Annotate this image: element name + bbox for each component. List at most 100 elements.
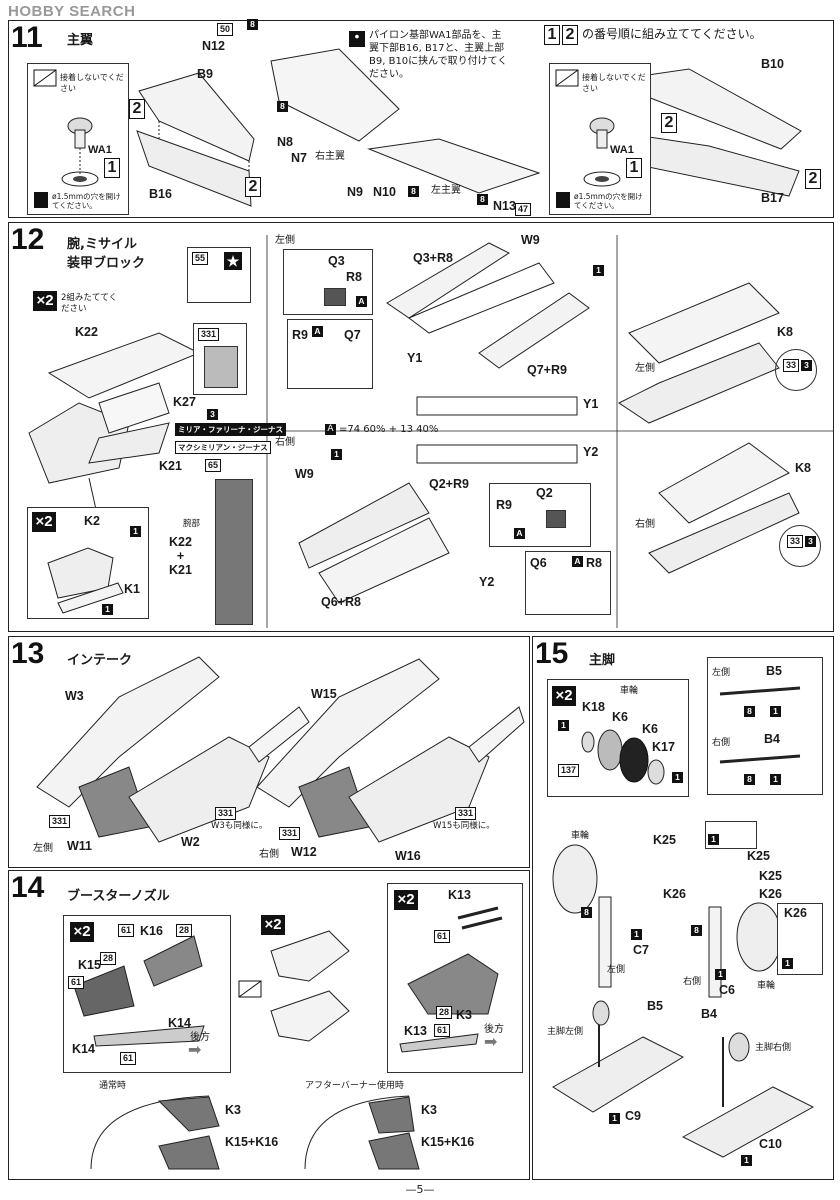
part-K8-right: K8 [795,461,811,475]
step-number: 15 [535,637,569,670]
pylon-note: パイロン基部WA1部品を、主翼下部B16, B17と、主翼上部B9, B10に挟… [369,30,508,80]
landing-gear-drawing [552,844,815,1158]
color-1-w9r: 1 [331,449,342,460]
left-side-c7: 左側 [607,965,626,975]
part-K25: K25 [653,833,676,847]
part-K1: K1 [124,582,140,596]
nozzle-left-drawing [73,935,205,1047]
sub-box-K2: ×2 K2 K1 1 1 [27,507,149,619]
part-C7: C7 [633,943,649,957]
part-K14-b: K14 [72,1042,95,1056]
color-8-d: 8 [477,194,488,205]
color-33-a: 33 [783,359,800,372]
color-8-b: 8 [277,101,288,112]
mix-formula: =74 60% + 13 40% [339,424,439,435]
color-137: 137 [558,764,580,777]
q2-plate [546,510,566,528]
part-B5: B5 [766,664,782,678]
part-K6: K6 [612,710,628,724]
k2-drawing [47,547,124,614]
color-8-c: 8 [408,186,419,197]
color-331-b: 331 [215,807,237,820]
nozzle-box-right: ×2 K13 61 28 K3 K13 61 後方 ➡ [387,883,523,1073]
b5-b4-box: 左側 B5 右側 B4 8 1 8 1 [707,657,823,795]
right-side-label: 右側 [275,437,295,448]
detail-Q6-box: Q6 A R8 [525,551,611,615]
left-side-label: 左側 [275,235,295,246]
color-1-c6: 1 [715,969,726,980]
part-K17: K17 [652,740,675,754]
seq-1-right: 1 [626,158,642,178]
afterburner-label: アフターバーナー使用時 [305,1081,404,1091]
maxi-tag: マクシミリアン・ジーナス [175,441,271,454]
wheel-label-box: 車輪 [620,686,639,696]
step-title: インテーク [67,653,133,668]
color-1-k26-detail: 1 [782,958,793,969]
wheel-box: ×2 車輪 K18 K6 K6 K17 1 137 1 [547,679,689,797]
detail-box-right: 接着しないでください WA1 1 ø1.5mmの穴を開けてください。 [549,63,651,215]
part-K22-plus-K21: K22 + K21 [169,535,192,577]
right-wing-label: 右主翼 [315,151,345,162]
color-3-b: 3 [805,536,816,547]
part-N12: N12 [202,39,225,53]
intake-drawing [36,656,525,843]
left-side-b5: 左側 [712,668,731,678]
q3-plate [324,288,346,306]
color-1-w9: 1 [593,265,604,276]
nozzle-right-drawing [399,906,503,1053]
pylon-drawing [33,69,99,208]
mix-A-r9: A [312,326,323,337]
k26-detail-box: K26 1 [777,903,823,975]
order-seq-2: 2 [562,25,578,45]
color-3: 3 [207,409,218,420]
color-331-d: 331 [455,807,477,820]
step-14-panel: 14 ブースターノズル ×2 61 K16 28 28 K15 61 K14 K… [8,870,530,1180]
part-B4: B4 [764,732,780,746]
step-13-panel: 13 インテーク W3 331 左側 W11 W2 331 W3も同様に。 W1… [8,636,530,868]
step-title: ブースターノズル [67,889,170,904]
x2-badge-sub: ×2 [32,512,56,532]
part-C6: C6 [719,983,735,997]
color-8-left: 8 [581,907,592,918]
wing-left-assembly [136,48,802,207]
rear-label-right: 後方 [484,1024,504,1035]
step-title: 腕,ミサイル装甲ブロック [67,237,146,271]
part-R9-right: R9 [496,498,512,512]
color-1-c7: 1 [631,929,642,940]
mix-A-q6: A [572,556,583,567]
step-number: 14 [11,871,45,904]
detail-Q3-box: Q3 R8 A [283,249,373,315]
part-N10: N10 [373,185,396,199]
part-C10: C10 [759,1137,782,1151]
part-K25-detail: K25 [747,849,770,863]
part-W12: W12 [291,845,317,859]
color-33-b: 33 [787,535,804,548]
part-Q3-R8: Q3+R8 [413,251,453,265]
drill-note-right: ø1.5mmの穴を開けてください。 [574,192,643,210]
color-65: 65 [205,459,222,472]
part-W9: W9 [521,233,540,247]
right-side-label-right: 右側 [635,519,655,530]
x2-badge-mid: ×2 [261,915,285,935]
seq-2-b10: 2 [661,113,677,133]
arm-label: 腕部 [183,519,201,529]
part-B4-main: B4 [701,1007,717,1021]
part-N13: N13 [493,199,516,213]
insignia-box: 55 ★ [187,247,251,303]
part-K22: K22 [75,325,98,339]
part-Q3: Q3 [328,254,345,268]
part-Q7: Q7 [344,328,361,342]
part-N8: N8 [277,135,293,149]
color-28-b: 28 [100,952,117,965]
order-seq-1: 1 [544,25,560,45]
right-side-c6: 右側 [683,977,702,987]
miria-tag: ミリア・ファリーナ・ジーナス [175,423,286,436]
step-number: 12 [11,223,45,256]
rear-arrow-icon-left: ➡ [188,1040,202,1059]
k8-detail-circle-right [779,525,821,567]
color-55: 55 [192,252,209,265]
part-Q2-R9: Q2+R9 [429,477,469,491]
color-1-k2: 1 [130,526,141,537]
seq-1: 1 [104,158,120,178]
arm-block-drawing [28,235,833,628]
